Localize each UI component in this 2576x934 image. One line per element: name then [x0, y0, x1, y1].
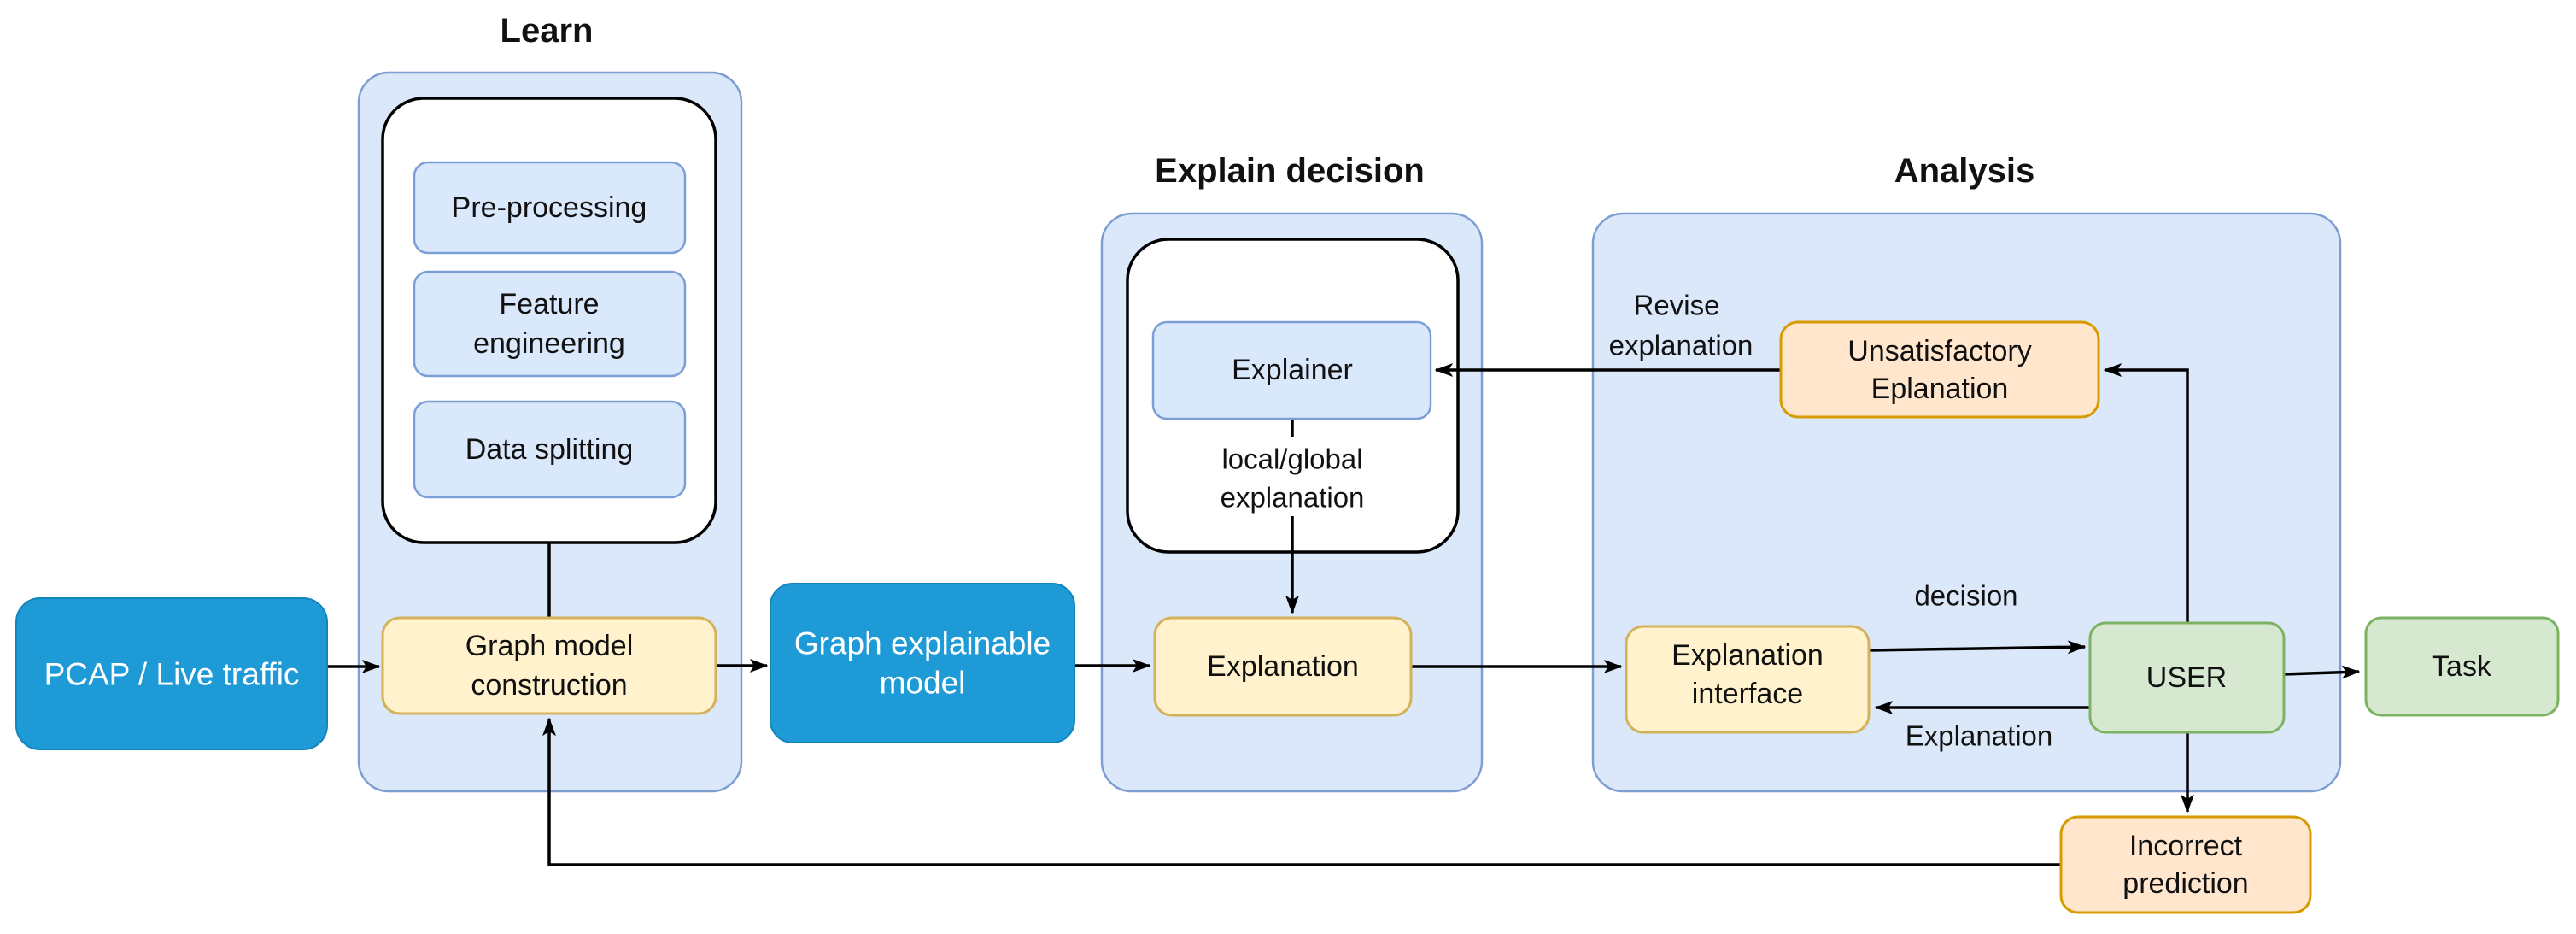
task-label: Task: [2432, 650, 2492, 683]
explain-decision-section-title: Explain decision: [1155, 152, 1425, 190]
unsatisfactory-explanation-label-line1: Unsatisfactory: [1847, 335, 2031, 367]
task-box: [2364, 616, 2560, 717]
unsatisfactory-explanation-label-line2: Eplanation: [1871, 373, 2009, 405]
node-explainer: Explainer: [1151, 320, 1432, 420]
explainer-box: [1151, 320, 1432, 420]
feature-engineering-label-line2: engineering: [473, 327, 625, 360]
explainer-label: Explainer: [1232, 354, 1353, 386]
decision-label: decision: [1914, 580, 2017, 612]
local-global-explanation-label-line2: explanation: [1221, 482, 1365, 514]
incorrect-prediction-box: [2059, 815, 2312, 914]
explanation-label: Explanation: [1207, 650, 1359, 683]
pre-processing-label: Pre-processing: [452, 191, 647, 224]
node-pcap-live-traffic: PCAP / Live traffic: [15, 597, 328, 750]
user-label: USER: [2146, 661, 2227, 694]
node-graph-model-construction: Graph model construction: [381, 616, 717, 715]
node-feature-engineering: Feature engineering: [413, 270, 687, 378]
node-incorrect-prediction: Incorrect prediction: [2059, 815, 2312, 914]
graph-explainable-model-label-line2: model: [880, 666, 966, 701]
edge-user-to-unsatisfactory-explanation: [2105, 370, 2189, 623]
data-splitting-label: Data splitting: [465, 433, 634, 466]
local-global-explanation-label-line1: local/global: [1221, 444, 1362, 475]
incorrect-prediction-label-line1: Incorrect: [2129, 830, 2243, 862]
pcap-live-traffic-label: PCAP / Live traffic: [44, 657, 300, 692]
node-unsatisfactory-explanation: Unsatisfactory Eplanation: [1779, 320, 2100, 419]
learn-section-title: Learn: [501, 12, 594, 50]
node-pre-processing: Pre-processing: [413, 161, 687, 255]
revise-explanation-label-line2: explanation: [1609, 330, 1753, 361]
node-explanation: Explanation: [1153, 616, 1413, 717]
node-task: Task: [2364, 616, 2560, 717]
pre-processing-box: [413, 161, 687, 255]
feature-engineering-label-line1: Feature: [499, 288, 599, 320]
edge-labels: Revise explanation local/global explanat…: [1221, 290, 2053, 752]
node-user: USER: [2088, 621, 2286, 734]
incorrect-prediction-label-line2: prediction: [2122, 867, 2248, 900]
graph-model-construction-label-line1: Graph model: [465, 630, 634, 662]
feature-engineering-box: [413, 270, 687, 378]
edge-incorrect-prediction-to-graph-model-construction: [549, 719, 2061, 866]
graph-explainable-model-label-line1: Graph explainable: [794, 626, 1051, 661]
node-data-splitting: Data splitting: [413, 400, 687, 499]
explanation-box: [1153, 616, 1413, 717]
explanation-interface-label-line2: interface: [1692, 678, 1803, 710]
graph-explainable-model-box: [770, 583, 1075, 743]
edge-decision-interface-to-user: [1868, 647, 2085, 650]
unsatisfactory-explanation-box: [1779, 320, 2100, 419]
node-explanation-interface: Explanation interface: [1625, 625, 1871, 734]
pcap-live-traffic-box: [15, 597, 328, 750]
edges: [327, 370, 2359, 866]
explanation-interface-label-line1: Explanation: [1671, 639, 1824, 672]
explanation-return-label: Explanation: [1906, 720, 2052, 752]
graph-model-construction-label-line2: construction: [471, 669, 627, 702]
analysis-section-title: Analysis: [1894, 152, 2035, 190]
user-box: [2088, 621, 2286, 734]
graph-model-construction-box: [381, 616, 717, 715]
revise-explanation-label-line1: Revise: [1634, 290, 1720, 321]
explanation-interface-box: [1625, 625, 1871, 734]
node-graph-explainable-model: Graph explainable model: [770, 583, 1075, 743]
edge-user-to-task: [2283, 672, 2359, 674]
data-splitting-box: [413, 400, 687, 499]
